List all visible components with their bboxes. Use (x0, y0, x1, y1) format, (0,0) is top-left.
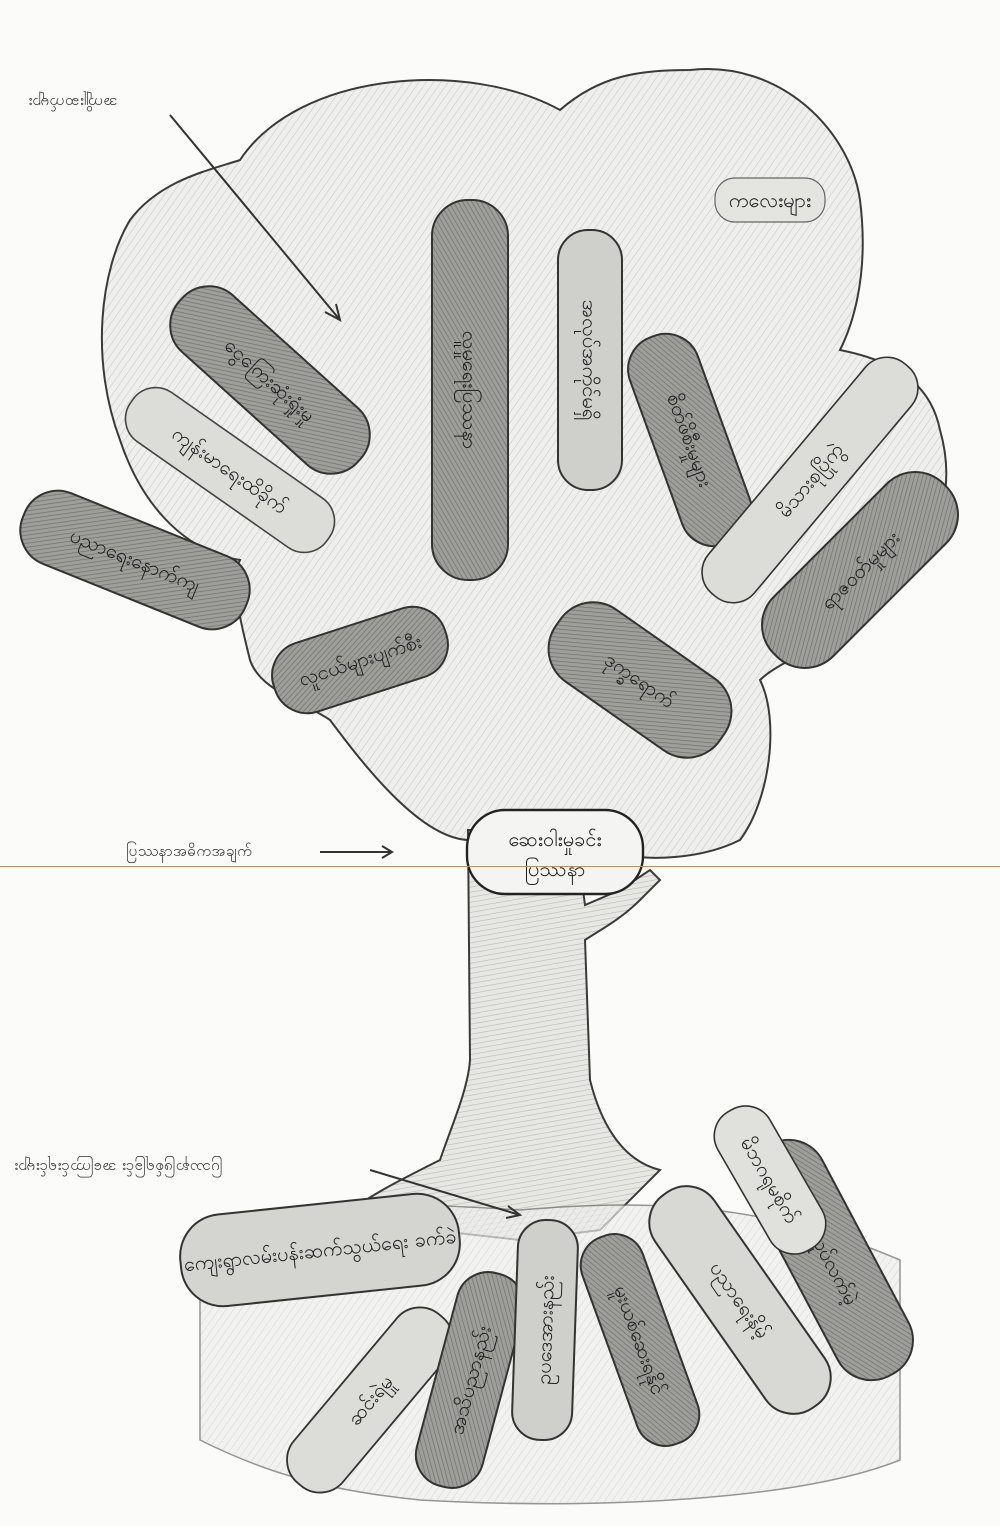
root-blob: ဥပဒေအားနည်း (511, 1219, 579, 1441)
leaf-text: အလုပ်အကိုင်မရှိ (574, 300, 602, 420)
core-problem-line1: ဆေးဝါးမှုခင်း (508, 827, 601, 855)
leaves-label: အကျိုးဆက်များ (28, 90, 117, 112)
scan-divider (0, 866, 1000, 867)
trunk-label: ပြဿနာအဓိကအချက် (126, 842, 252, 864)
trunk-arrow (320, 846, 392, 858)
leaf-blob: လူမှုရေးပြဿနာ (432, 200, 508, 580)
core-problem-line2: ပြဿနာ (525, 857, 586, 885)
leaf-blob: အလုပ်အကိုင်မရှိ (558, 230, 622, 490)
leaf-text: ကလေးများ (729, 188, 811, 216)
roots-label: ပြဿနာဖြစ်ရခြင်း အကြောင်းရင်းများ (14, 1155, 223, 1177)
core-problem-blob: ဆေးဝါးမှုခင်း ပြဿနာ (467, 810, 643, 894)
leaf-text: လူမှုရေးပြဿနာ (454, 331, 482, 450)
leaf-blob: ကလေးများ (715, 178, 825, 222)
